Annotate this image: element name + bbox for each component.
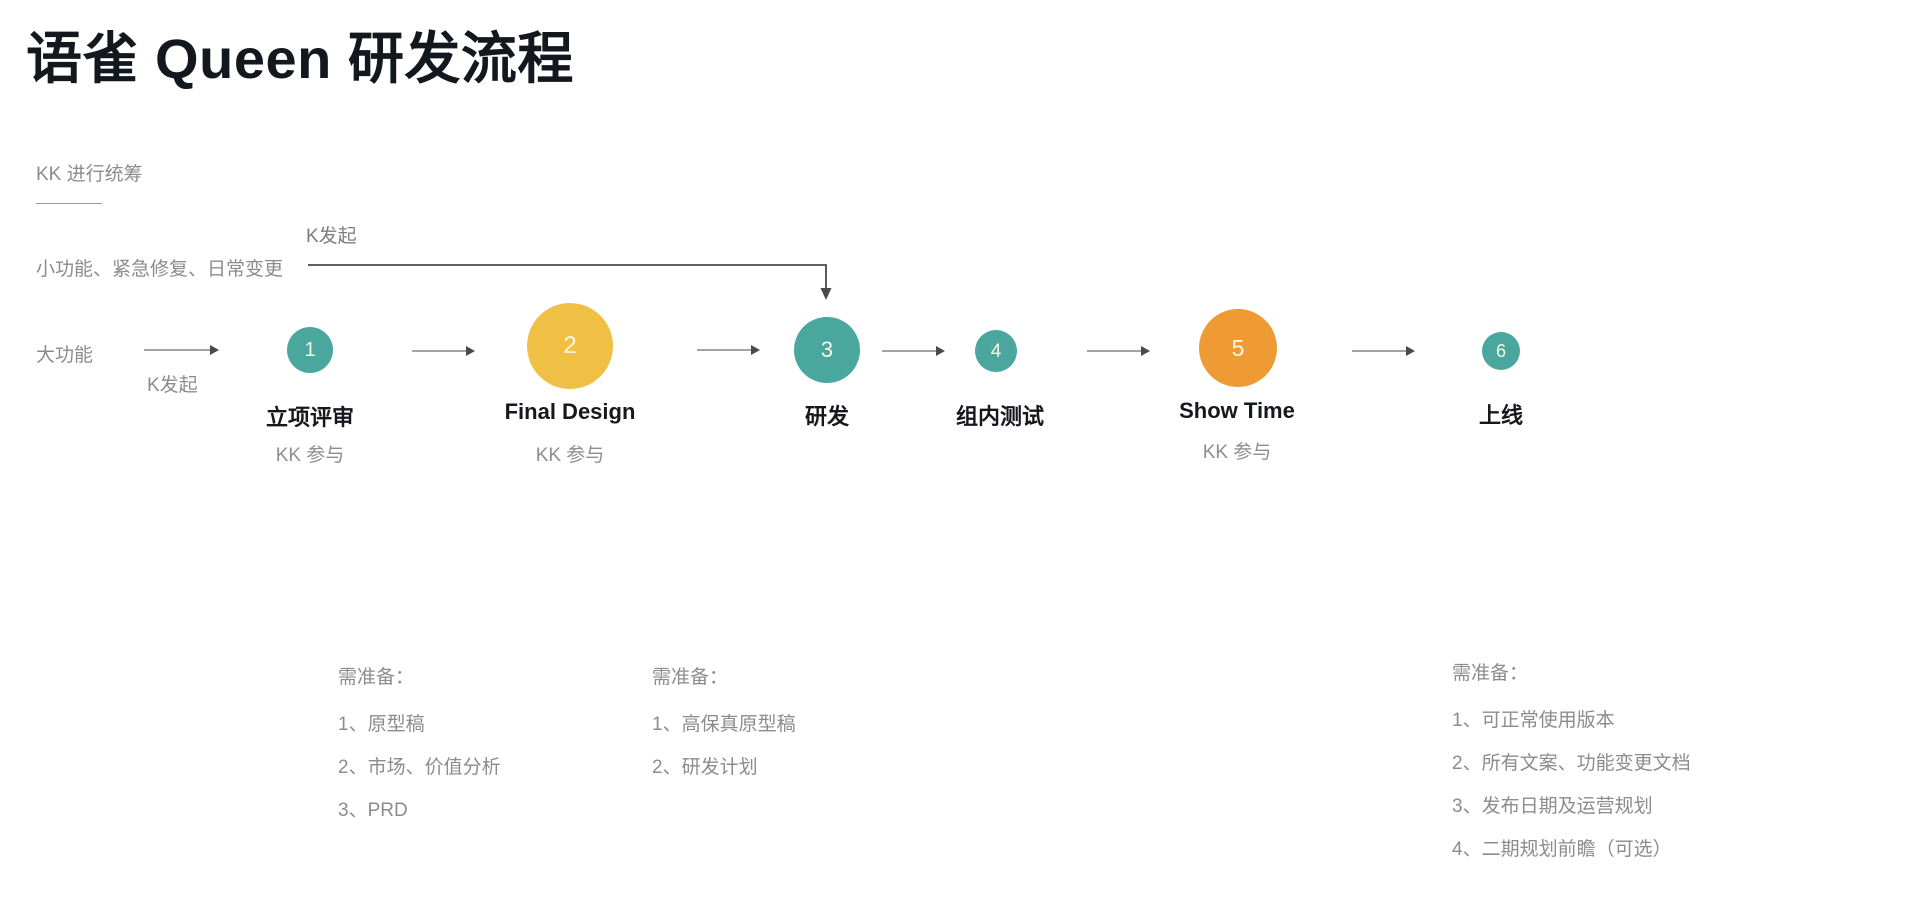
arrow-4-to-5 <box>1087 343 1150 359</box>
checklist-3-item-1: 1、可正常使用版本 <box>1452 710 1615 731</box>
step-title-1: 立项评审 <box>265 405 355 430</box>
checklist-1-item-3: 3、PRD <box>338 800 408 821</box>
source-label-coordination: KK 进行统筹 <box>36 164 143 185</box>
step-bubble-1[interactable]: 1 <box>287 327 333 373</box>
step-number-6: 6 <box>1495 341 1506 361</box>
checklist-2-head: 需准备： <box>652 667 729 688</box>
checklist-1-item-1: 1、原型稿 <box>338 714 425 735</box>
step-number-1: 1 <box>304 339 316 361</box>
source-label-minor-changes: 小功能、紧急修复、日常变更 <box>36 259 284 280</box>
checklist-2-item-2: 2、研发计划 <box>652 757 758 778</box>
step-title-4: 组内测试 <box>955 404 1045 429</box>
checklist-3-item-2: 2、所有文案、功能变更文档 <box>1452 753 1691 774</box>
checklist-3-head: 需准备： <box>1452 663 1529 684</box>
checklist-3: 需准备： 1、可正常使用版本 2、所有文案、功能变更文档 3、发布日期及运营规划… <box>1452 658 1691 877</box>
step-title-5: Show Time <box>1179 398 1295 423</box>
checklist-1-item-2: 2、市场、价值分析 <box>338 757 501 778</box>
checklist-1-head: 需准备： <box>338 667 415 688</box>
arrow-5-to-6 <box>1352 343 1415 359</box>
checklist-2-item-1: 1、高保真原型稿 <box>652 714 796 735</box>
arrow-2-to-3 <box>697 342 760 358</box>
step-number-4: 4 <box>990 340 1002 362</box>
page-title: 语雀 Queen 研发流程 <box>26 27 574 90</box>
step-bubble-5[interactable]: 5 <box>1199 309 1277 387</box>
step-bubble-4[interactable]: 4 <box>975 330 1017 372</box>
arrow-1-to-2 <box>412 343 475 359</box>
step-bubble-3[interactable]: 3 <box>794 317 860 383</box>
step-number-5: 5 <box>1231 334 1245 361</box>
arrow-entry <box>144 342 219 358</box>
checklist-1: 需准备： 1、原型稿 2、市场、价值分析 3、PRD <box>338 662 501 838</box>
step-sub-1: KK 参与 <box>275 445 345 466</box>
checklist-3-item-3: 3、发布日期及运营规划 <box>1452 796 1653 817</box>
step-number-3: 3 <box>820 337 834 362</box>
step-bubble-2[interactable]: 2 <box>527 303 613 389</box>
branch-label-k-initiated: K发起 <box>306 226 357 247</box>
step-title-3: 研发 <box>804 404 850 429</box>
source-rule-coordination <box>36 203 102 204</box>
flow-row-label-major-feature: 大功能 <box>36 345 94 366</box>
step-title-2: Final Design <box>504 399 636 424</box>
checklist-3-item-4: 4、二期规划前瞻（可选） <box>1452 839 1672 860</box>
step-number-2: 2 <box>563 332 577 359</box>
arrow-entry-label: K发起 <box>147 375 198 396</box>
step-sub-2: KK 参与 <box>535 445 605 466</box>
checklist-2: 需准备： 1、高保真原型稿 2、研发计划 <box>652 662 796 795</box>
step-bubble-6[interactable]: 6 <box>1482 332 1520 370</box>
arrow-3-to-4 <box>882 343 945 359</box>
step-sub-5: KK 参与 <box>1202 442 1272 463</box>
step-title-6: 上线 <box>1478 403 1524 428</box>
